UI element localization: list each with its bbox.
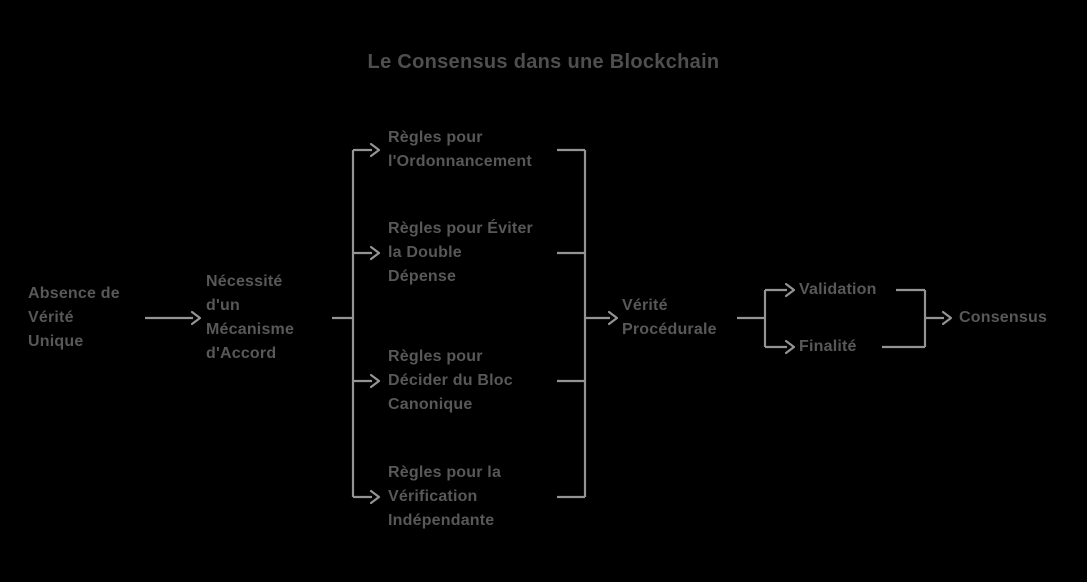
edge-necessite-rules-bracket xyxy=(332,142,381,505)
node-regles-bloc-canonique: Règles pour Décider du Bloc Canonique xyxy=(388,348,513,413)
node-absence-de-verite-unique: Absence de Vérité Unique xyxy=(28,285,120,350)
node-validation: Validation xyxy=(799,281,877,298)
node-regles-ordonnancement: Règles pour l'Ordonnancement xyxy=(388,129,532,170)
node-regles-verification-independante: Règles pour la Vérification Indépendante xyxy=(388,464,502,529)
edge-converge-consensus-bracket xyxy=(882,288,953,349)
edge-absence-necessite xyxy=(145,310,202,326)
node-verite-procedurale: Vérité Procédurale xyxy=(622,297,717,338)
node-necessite-mecanisme-accord: Nécessité d'un Mécanisme d'Accord xyxy=(206,273,295,362)
edge-rules-verite-bracket xyxy=(557,148,619,499)
node-finalite: Finalité xyxy=(799,338,857,355)
edge-verite-split-bracket xyxy=(737,282,796,355)
node-regles-double-depense: Règles pour Éviter la Double Dépense xyxy=(388,220,533,285)
node-consensus: Consensus xyxy=(959,309,1048,326)
diagram-title: Le Consensus dans une Blockchain xyxy=(367,51,720,73)
